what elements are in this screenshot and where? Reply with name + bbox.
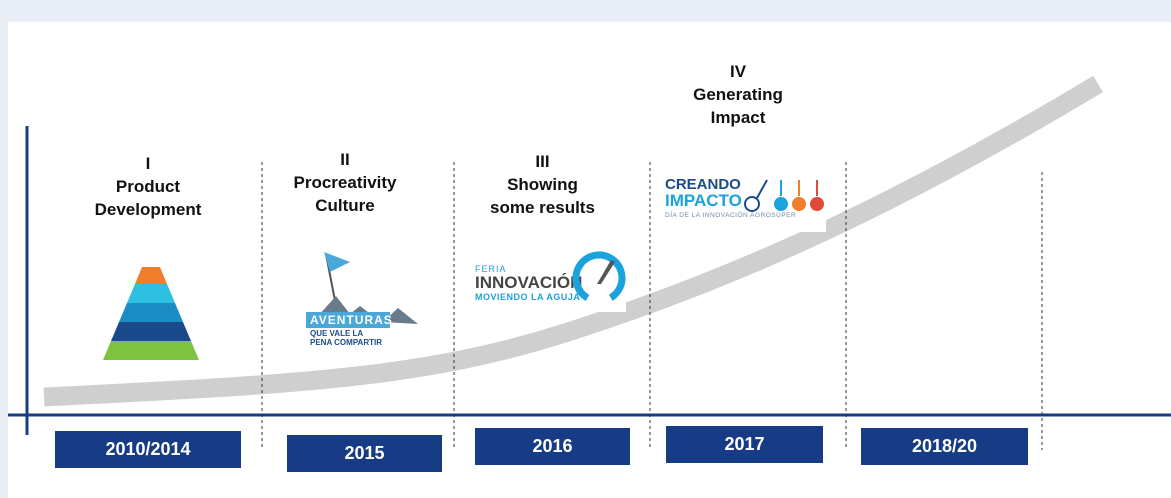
stage-3-numeral: III: [535, 152, 550, 171]
year-box-2015: 2015: [287, 435, 442, 472]
year-box-2016: 2016: [475, 428, 630, 465]
creando-impacto-logo: CREANDO IMPACTO DÍA DE LA INNOVACIÓN AGR…: [661, 170, 826, 232]
stage-2-title-line: Procreativity: [293, 173, 397, 192]
timeline-axes: [8, 75, 1171, 450]
creando-line1: CREANDO: [665, 176, 741, 193]
aventuras-logo: AVENTURAS QUE VALE LA PENA COMPARTIR: [298, 244, 423, 354]
stage-1-numeral: I: [145, 154, 151, 173]
stage-3-title: III Showing some results: [470, 150, 615, 219]
timeline-slide: I Product Development II Procreativity C…: [8, 22, 1171, 498]
year-box-2017: 2017: [666, 426, 823, 463]
stage-4-title: IV Generating Impact: [673, 60, 803, 129]
stage-3-title-line: some results: [490, 198, 595, 217]
mountain-flag-icon: [306, 252, 418, 328]
stage-4-title-line: Generating: [693, 85, 783, 104]
stage-4-numeral: IV: [729, 62, 747, 81]
stage-1-title: I Product Development: [68, 152, 228, 221]
stage-2-numeral: II: [340, 150, 350, 169]
stage-1-title-line: Development: [94, 200, 202, 219]
year-box-2010-2014: 2010/2014: [55, 431, 241, 468]
stage-4-title-line: Impact: [710, 108, 766, 127]
pyramid-icon: [103, 267, 199, 360]
year-box-2018-20: 2018/20: [861, 428, 1028, 465]
aventuras-tagline: QUE VALE LA: [310, 329, 364, 338]
feria-tagline: MOVIENDO LA AGUJA: [475, 292, 581, 302]
creando-line2: IMPACTO: [665, 191, 742, 210]
feria-innovacion-logo: FERIA INNOVACIÓN MOVIENDO LA AGUJA: [471, 242, 626, 312]
aventuras-tagline: PENA COMPARTIR: [310, 338, 382, 347]
aventuras-name: AVENTURAS: [310, 313, 393, 327]
stage-2-title-line: Culture: [315, 196, 375, 215]
feria-top-text: FERIA: [475, 264, 507, 274]
creando-tagline: DÍA DE LA INNOVACIÓN AGROSUPER: [665, 212, 797, 219]
gauge-icon: [572, 251, 626, 305]
stage-2-title: II Procreativity Culture: [270, 148, 420, 217]
feria-name: INNOVACIÓN: [475, 273, 583, 292]
magnifier-icons: [744, 179, 824, 212]
stage-3-title-line: Showing: [507, 175, 578, 194]
stage-1-title-line: Product: [115, 177, 181, 196]
